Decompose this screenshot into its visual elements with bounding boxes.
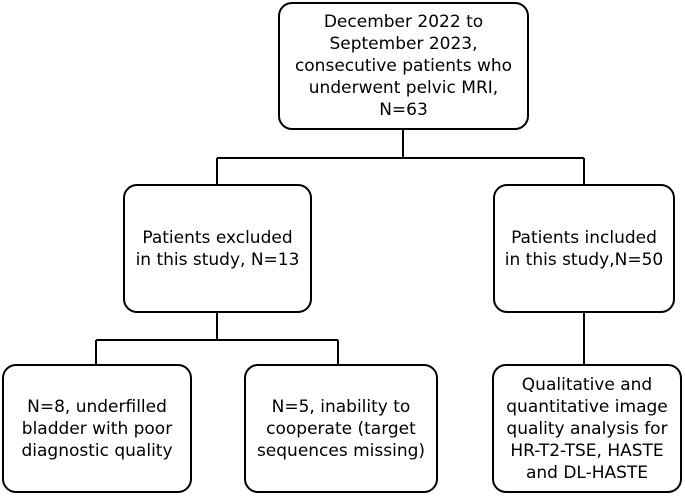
node-excluded-a: N=8, underfilled bladder with poor diagn… xyxy=(2,364,192,493)
node-excluded-a-text: N=8, underfilled bladder with poor diagn… xyxy=(21,396,172,462)
node-included: Patients included in this study,N=50 xyxy=(493,184,675,313)
node-top-line: N=63 xyxy=(379,100,428,120)
node-excluded-a-line: diagnostic quality xyxy=(21,440,173,461)
node-analysis-text: Qualitative and quantitative image quali… xyxy=(506,374,668,484)
node-excluded-b-line: cooperate (target xyxy=(266,418,416,439)
node-analysis-line: quality analysis for xyxy=(506,418,668,439)
node-excluded: Patients excluded in this study, N=13 xyxy=(123,184,312,313)
node-top-line: September 2023, xyxy=(329,34,478,54)
node-included-line: in this study,N=50 xyxy=(504,249,664,270)
node-excluded-a-line: bladder with poor xyxy=(21,418,173,439)
node-excluded-line: in this study, N=13 xyxy=(135,249,300,270)
node-analysis-line: HR-T2-TSE, HASTE xyxy=(510,440,664,461)
node-excluded-text: Patients excluded in this study, N=13 xyxy=(136,227,300,271)
node-top-line: underwent pelvic MRI, xyxy=(308,78,499,98)
node-top-line: consecutive patients who xyxy=(294,56,513,76)
node-analysis-line: quantitative image xyxy=(506,396,668,417)
node-excluded-b-line: N=5, inability to xyxy=(271,396,411,417)
node-excluded-b-line: sequences missing) xyxy=(256,440,426,461)
node-excluded-line: Patients excluded xyxy=(142,227,293,248)
node-analysis-line: and DL-HASTE xyxy=(525,462,649,483)
node-top-line: December 2022 to xyxy=(323,12,484,32)
node-included-line: Patients included xyxy=(511,227,657,248)
node-excluded-b: N=5, inability to cooperate (target sequ… xyxy=(244,364,438,493)
node-included-text: Patients included in this study,N=50 xyxy=(505,227,663,271)
node-top: December 2022 to September 2023, consecu… xyxy=(278,2,529,130)
node-excluded-a-line: N=8, underfilled xyxy=(27,396,167,417)
node-analysis: Qualitative and quantitative image quali… xyxy=(492,364,682,493)
node-excluded-b-text: N=5, inability to cooperate (target sequ… xyxy=(257,396,425,462)
node-top-text: December 2022 to September 2023, consecu… xyxy=(295,11,512,121)
node-analysis-line: Qualitative and xyxy=(521,374,653,395)
